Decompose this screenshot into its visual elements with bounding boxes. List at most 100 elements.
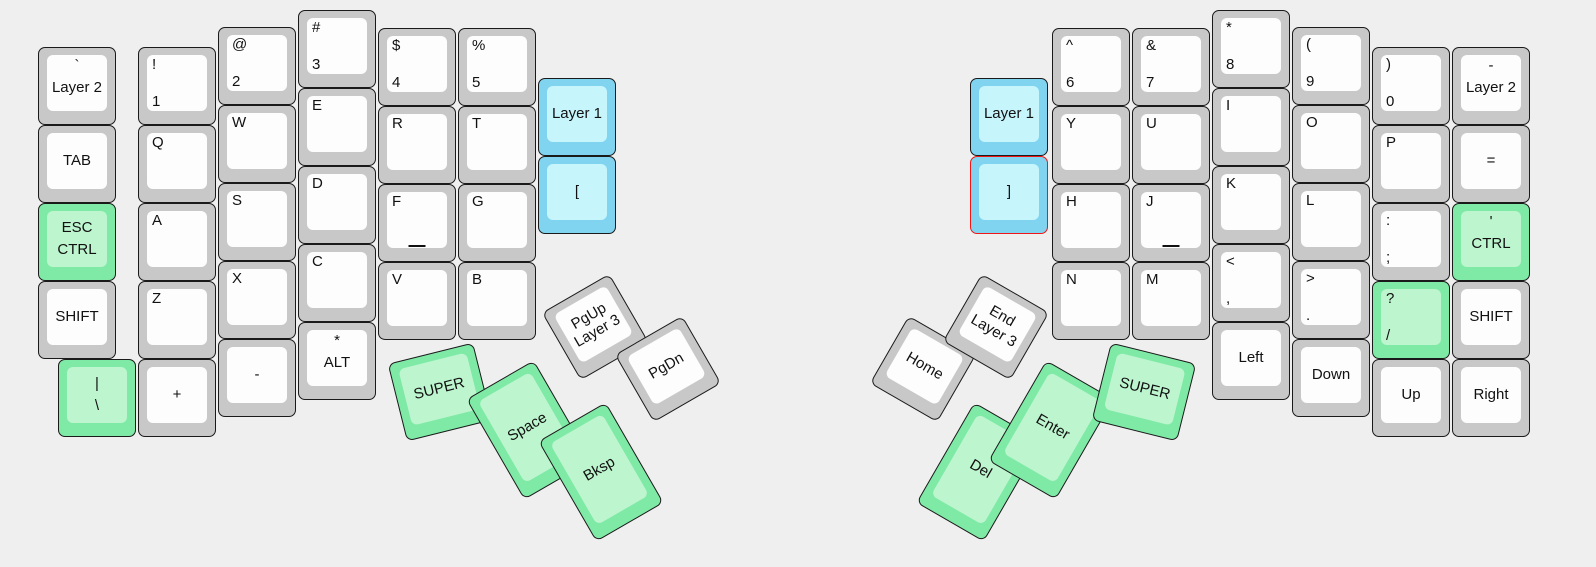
key-l-r4c3[interactable]: C (298, 244, 376, 322)
key-l-r3c4[interactable]: F (378, 184, 456, 262)
key-l-r3c3[interactable]: D (298, 166, 376, 244)
key-r-r3c5[interactable]: :; (1372, 203, 1450, 281)
key-l-r1c0[interactable]: `Layer 2 (38, 47, 116, 125)
keycap-l-t-bksp: Bksp (550, 413, 649, 526)
homing-bar-icon (1162, 245, 1180, 247)
key-r-r2c1[interactable]: Y (1052, 106, 1130, 184)
key-l-r3c2[interactable]: S (218, 183, 296, 261)
key-l-r1c6[interactable]: Layer 1 (538, 78, 616, 156)
key-r-r1c0[interactable]: Layer 1 (970, 78, 1048, 156)
key-l-r2c5[interactable]: T (458, 106, 536, 184)
keycap-r-r2c0: ] (979, 164, 1039, 220)
key-l-r3c5[interactable]: G (458, 184, 536, 262)
key-main-legend: . (1306, 307, 1311, 325)
key-r-r2c2[interactable]: U (1132, 106, 1210, 184)
key-main-legend: P (1386, 134, 1397, 151)
key-l-r4c1[interactable]: Z (138, 281, 216, 359)
key-l-r3c1[interactable]: A (138, 203, 216, 281)
key-r-r3c4[interactable]: L (1292, 183, 1370, 261)
keycap-r-r2c4: O (1301, 113, 1361, 169)
keycap-r-r5c4: Down (1301, 347, 1361, 403)
key-r-r5c4[interactable]: Down (1292, 339, 1370, 417)
key-r-r3c1[interactable]: H (1052, 184, 1130, 262)
key-r-r5c3[interactable]: Left (1212, 322, 1290, 400)
key-r-r1c2[interactable]: &7 (1132, 28, 1210, 106)
key-r-r4c5[interactable]: ?/ (1372, 281, 1450, 359)
key-top-legend: ` (74, 57, 80, 74)
key-l-r2c2[interactable]: W (218, 105, 296, 183)
key-main-legend: Layer 1 (551, 104, 603, 122)
key-l-r1c4[interactable]: $4 (378, 28, 456, 106)
key-main-legend: , (1226, 290, 1231, 308)
key-l-r4c2[interactable]: X (218, 261, 296, 339)
keycap-r-r3c6: 'CTRL (1461, 211, 1521, 267)
keycap-r-r4c6: SHIFT (1461, 289, 1521, 345)
key-main-legend: D (312, 175, 323, 192)
key-r-r2c5[interactable]: P (1372, 125, 1450, 203)
key-main-legend: K (1226, 175, 1237, 192)
keycap-l-r1c4: $4 (387, 36, 447, 92)
key-l-r1c3[interactable]: #3 (298, 10, 376, 88)
key-top-legend: ( (1306, 36, 1311, 53)
key-r-r5c5[interactable]: Up (1372, 359, 1450, 437)
key-top-legend: - (1488, 57, 1494, 74)
key-r-r4c3[interactable]: <, (1212, 244, 1290, 322)
keycap-r-r3c4: L (1301, 191, 1361, 247)
keycap-l-r5c0: |\ (67, 367, 127, 423)
key-top-legend: * (1226, 19, 1232, 36)
key-l-r2c0[interactable]: TAB (38, 125, 116, 203)
key-main-legend: C (312, 253, 323, 270)
keycap-r-r1c6: - Layer 2 (1461, 55, 1521, 111)
key-r-r4c1[interactable]: N (1052, 262, 1130, 340)
key-r-r3c2[interactable]: J (1132, 184, 1210, 262)
key-r-r4c6[interactable]: SHIFT (1452, 281, 1530, 359)
key-r-r1c1[interactable]: ^6 (1052, 28, 1130, 106)
key-r-r2c4[interactable]: O (1292, 105, 1370, 183)
key-r-r2c6[interactable]: = (1452, 125, 1530, 203)
keycap-l-r4c2: X (227, 269, 287, 325)
keycap-r-r5c3: Left (1221, 330, 1281, 386)
key-r-r2c3[interactable]: I (1212, 88, 1290, 166)
key-l-r4c0[interactable]: SHIFT (38, 281, 116, 359)
key-r-r1c3[interactable]: *8 (1212, 10, 1290, 88)
key-l-r5c0[interactable]: |\ (58, 359, 136, 437)
key-main-legend: + (172, 385, 182, 403)
keycap-l-r4c1: Z (147, 289, 207, 345)
key-l-r1c5[interactable]: %5 (458, 28, 536, 106)
key-l-r5c2[interactable]: - (218, 339, 296, 417)
key-main-legend: ALT (323, 353, 351, 371)
key-l-r4c5[interactable]: B (458, 262, 536, 340)
keycap-l-r3c3: D (307, 174, 367, 230)
key-r-r3c6[interactable]: 'CTRL (1452, 203, 1530, 281)
keycap-r-r4c4: >. (1301, 269, 1361, 325)
keycap-r-r1c4: (9 (1301, 35, 1361, 91)
key-l-r1c1[interactable]: !1 (138, 47, 216, 125)
key-r-r2c0[interactable]: ] (970, 156, 1048, 234)
key-r-r4c2[interactable]: M (1132, 262, 1210, 340)
key-r-r1c6[interactable]: - Layer 2 (1452, 47, 1530, 125)
key-r-r1c5[interactable]: )0 (1372, 47, 1450, 125)
key-r-r3c3[interactable]: K (1212, 166, 1290, 244)
key-main-legend: \ (94, 396, 100, 414)
key-l-r5c1[interactable]: + (138, 359, 216, 437)
key-main-legend: O (1306, 114, 1318, 131)
key-r-t-super[interactable]: SUPER (1091, 342, 1197, 442)
key-l-r2c1[interactable]: Q (138, 125, 216, 203)
key-l-r2c6[interactable]: [ (538, 156, 616, 234)
key-r-r5c6[interactable]: Right (1452, 359, 1530, 437)
key-l-r4c4[interactable]: V (378, 262, 456, 340)
key-l-r2c4[interactable]: R (378, 106, 456, 184)
key-l-r1c2[interactable]: @2 (218, 27, 296, 105)
key-top-legend: > (1306, 270, 1315, 287)
key-main-legend: Right (1473, 385, 1509, 403)
key-r-r1c4[interactable]: (9 (1292, 27, 1370, 105)
key-r-r4c4[interactable]: >. (1292, 261, 1370, 339)
key-main-legend: Layer 2 (1465, 78, 1517, 96)
key-l-r2c3[interactable]: E (298, 88, 376, 166)
key-main-legend: / (1386, 327, 1391, 345)
key-main-legend: A (152, 212, 163, 229)
key-main-legend: Y (1066, 115, 1077, 132)
key-l-r5c3[interactable]: *ALT (298, 322, 376, 400)
